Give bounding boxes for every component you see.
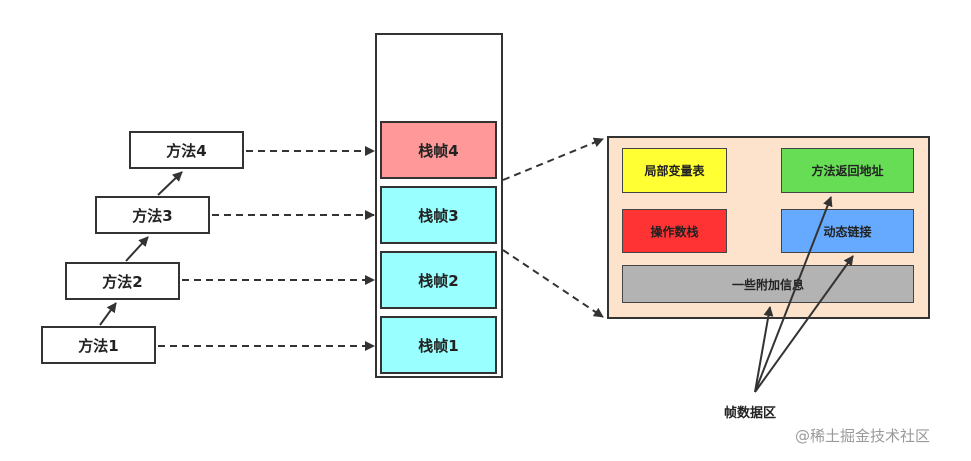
arrow-method1-to-method2 <box>99 302 117 326</box>
dynamic-linking: 动态链接 <box>781 209 914 253</box>
frame-label: 栈帧2 <box>418 271 459 290</box>
arrow-frame-to-detail-top <box>502 137 604 181</box>
method-box-1: 方法1 <box>41 326 156 364</box>
method-label: 方法3 <box>132 206 173 225</box>
arrow-framedata-to-return <box>754 196 833 393</box>
stack-frame-3: 栈帧3 <box>380 186 497 244</box>
method-box-2: 方法2 <box>65 262 180 300</box>
method-label: 方法2 <box>102 272 143 291</box>
frame-label: 栈帧3 <box>418 206 459 225</box>
stack-frame-2: 栈帧2 <box>380 251 497 309</box>
watermark: @稀土掘金技术社区 <box>795 427 931 445</box>
additional-info: 一些附加信息 <box>622 265 914 303</box>
arrow-framedata-to-dynamic <box>754 255 854 393</box>
arrow-method3-to-method4 <box>157 171 183 196</box>
arrow-frame-to-detail-bottom <box>502 249 604 318</box>
frame-label: 栈帧4 <box>418 141 459 160</box>
method-box-4: 方法4 <box>129 131 244 169</box>
frame-data-area-label: 帧数据区 <box>724 406 777 421</box>
arrow-method2-to-method3 <box>125 236 149 262</box>
arrow-framedata-to-extra <box>754 306 774 393</box>
operand-stack: 操作数栈 <box>622 209 727 253</box>
method-box-3: 方法3 <box>95 196 210 234</box>
method-label: 方法4 <box>166 141 207 160</box>
local-variable-table: 局部变量表 <box>622 148 727 193</box>
method-return-address: 方法返回地址 <box>781 148 914 193</box>
stack-frame-1: 栈帧1 <box>380 316 497 374</box>
method-label: 方法1 <box>78 336 119 355</box>
frame-label: 栈帧1 <box>418 336 459 355</box>
stack-frame-4: 栈帧4 <box>380 121 497 179</box>
